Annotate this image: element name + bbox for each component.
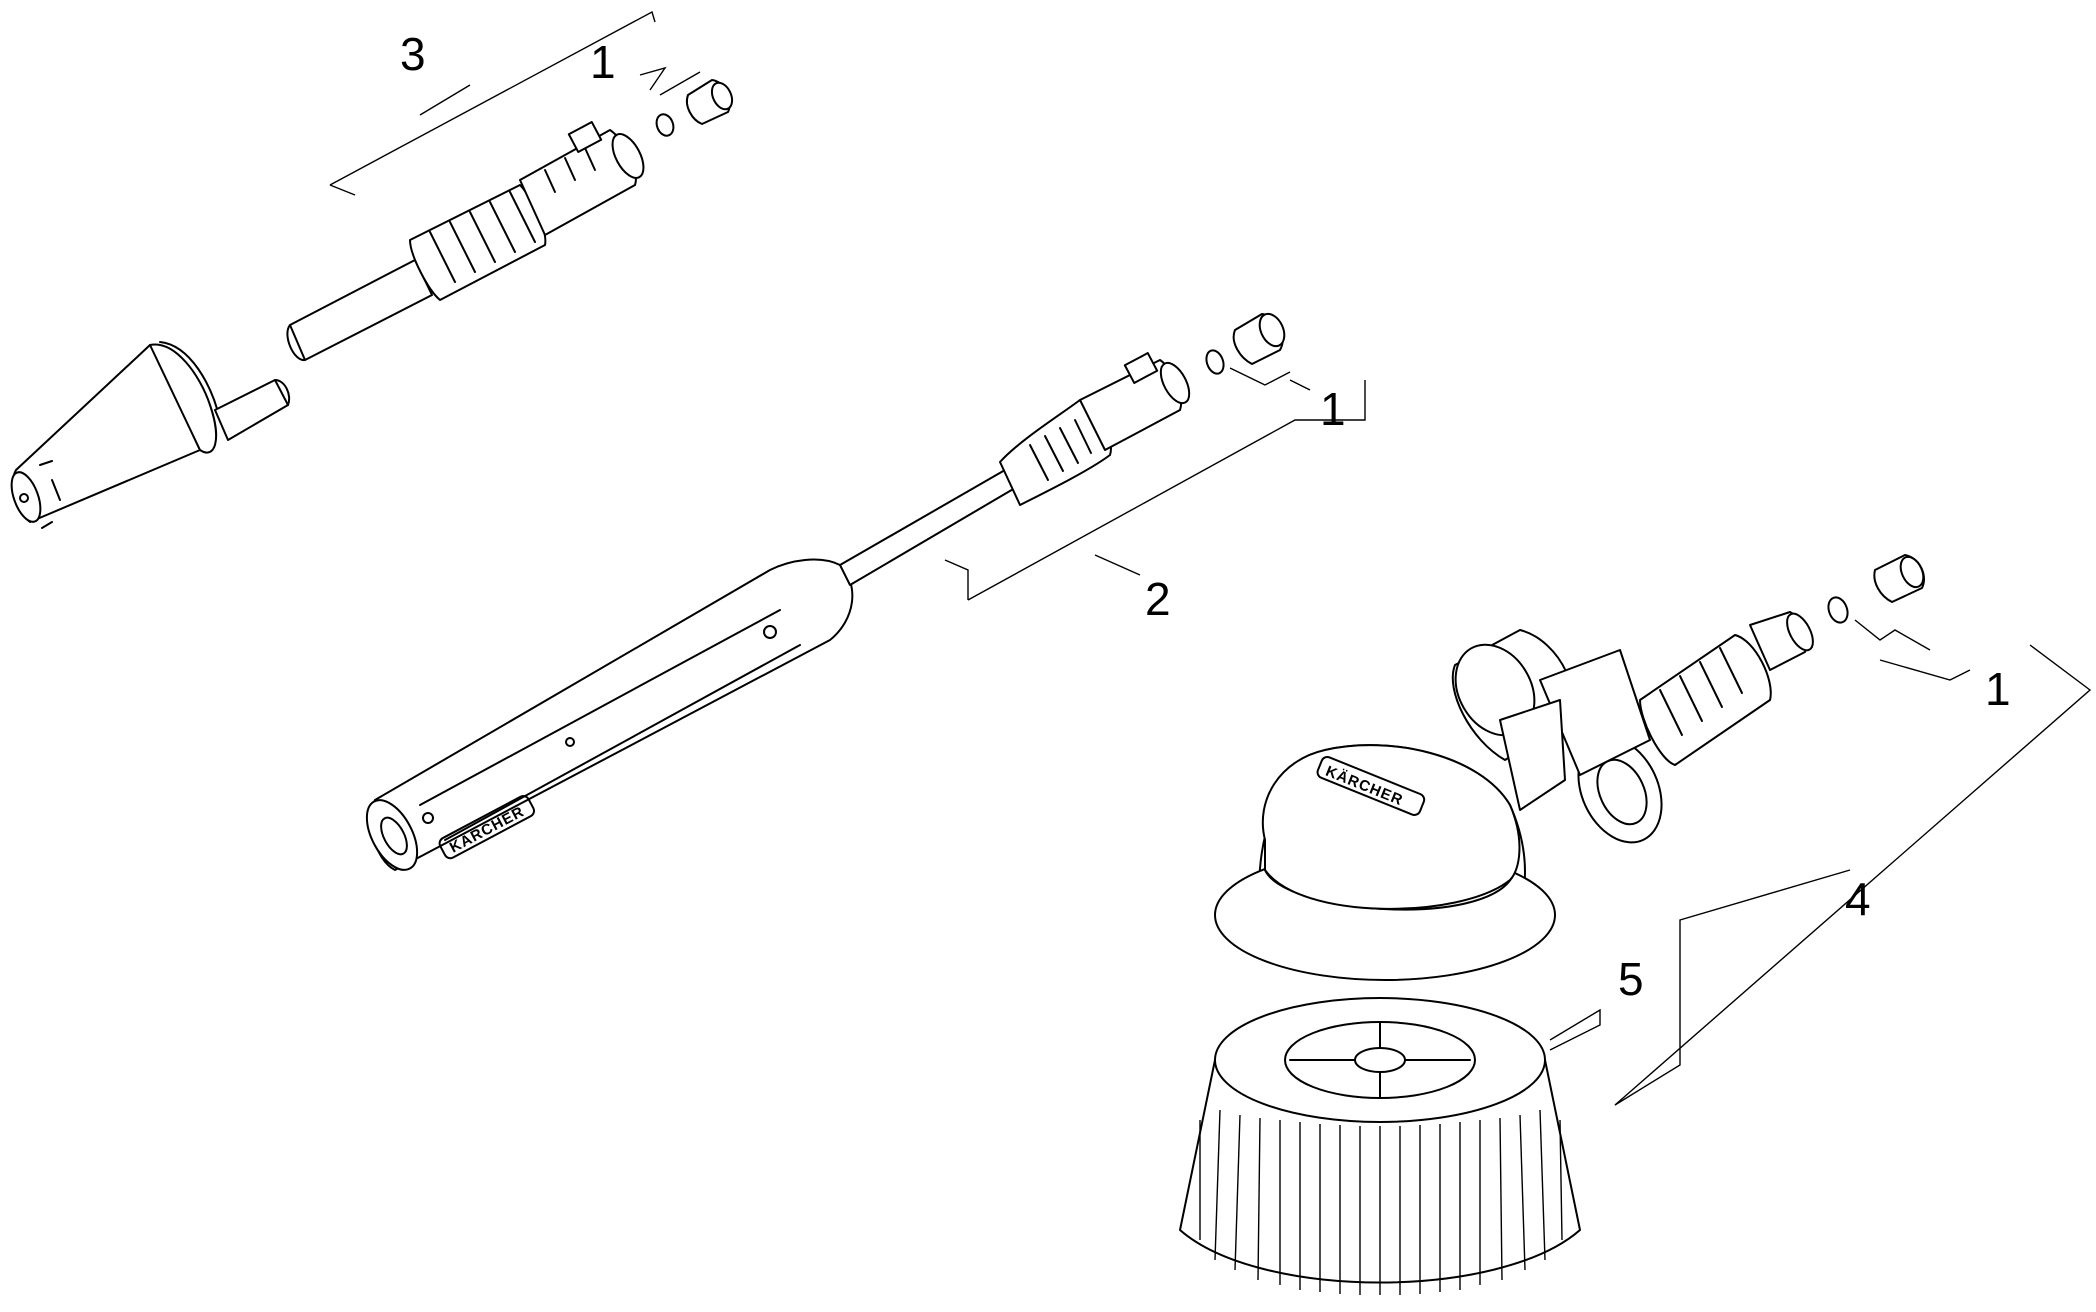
callout-1-right: 1 — [1985, 663, 2011, 715]
callout-3: 3 — [400, 28, 426, 80]
spray-lance-icon: KÄRCHER — [365, 352, 1191, 871]
o-ring-icon — [1205, 349, 1225, 375]
callout-4: 4 — [1845, 873, 1871, 925]
adapter-fitting-icon — [686, 79, 734, 125]
callout-leaders-top — [329, 10, 701, 196]
callout-leaders-right — [1549, 619, 2092, 1106]
wash-brush-icon: KÄRCHER — [1214, 611, 1814, 981]
callout-2: 2 — [1145, 573, 1171, 625]
callout-leaders-middle — [944, 367, 1366, 601]
rotor-nozzle-icon — [10, 121, 645, 529]
adapter-fitting-icon — [1232, 312, 1286, 365]
callout-1-top: 1 — [590, 36, 616, 88]
brush-ring-icon — [1179, 997, 1581, 1295]
callout-1-middle: 1 — [1320, 383, 1346, 435]
o-ring-icon — [655, 113, 675, 137]
o-ring-icon — [1827, 596, 1849, 624]
callout-5: 5 — [1618, 953, 1644, 1005]
adapter-fitting-icon — [1873, 554, 1925, 603]
